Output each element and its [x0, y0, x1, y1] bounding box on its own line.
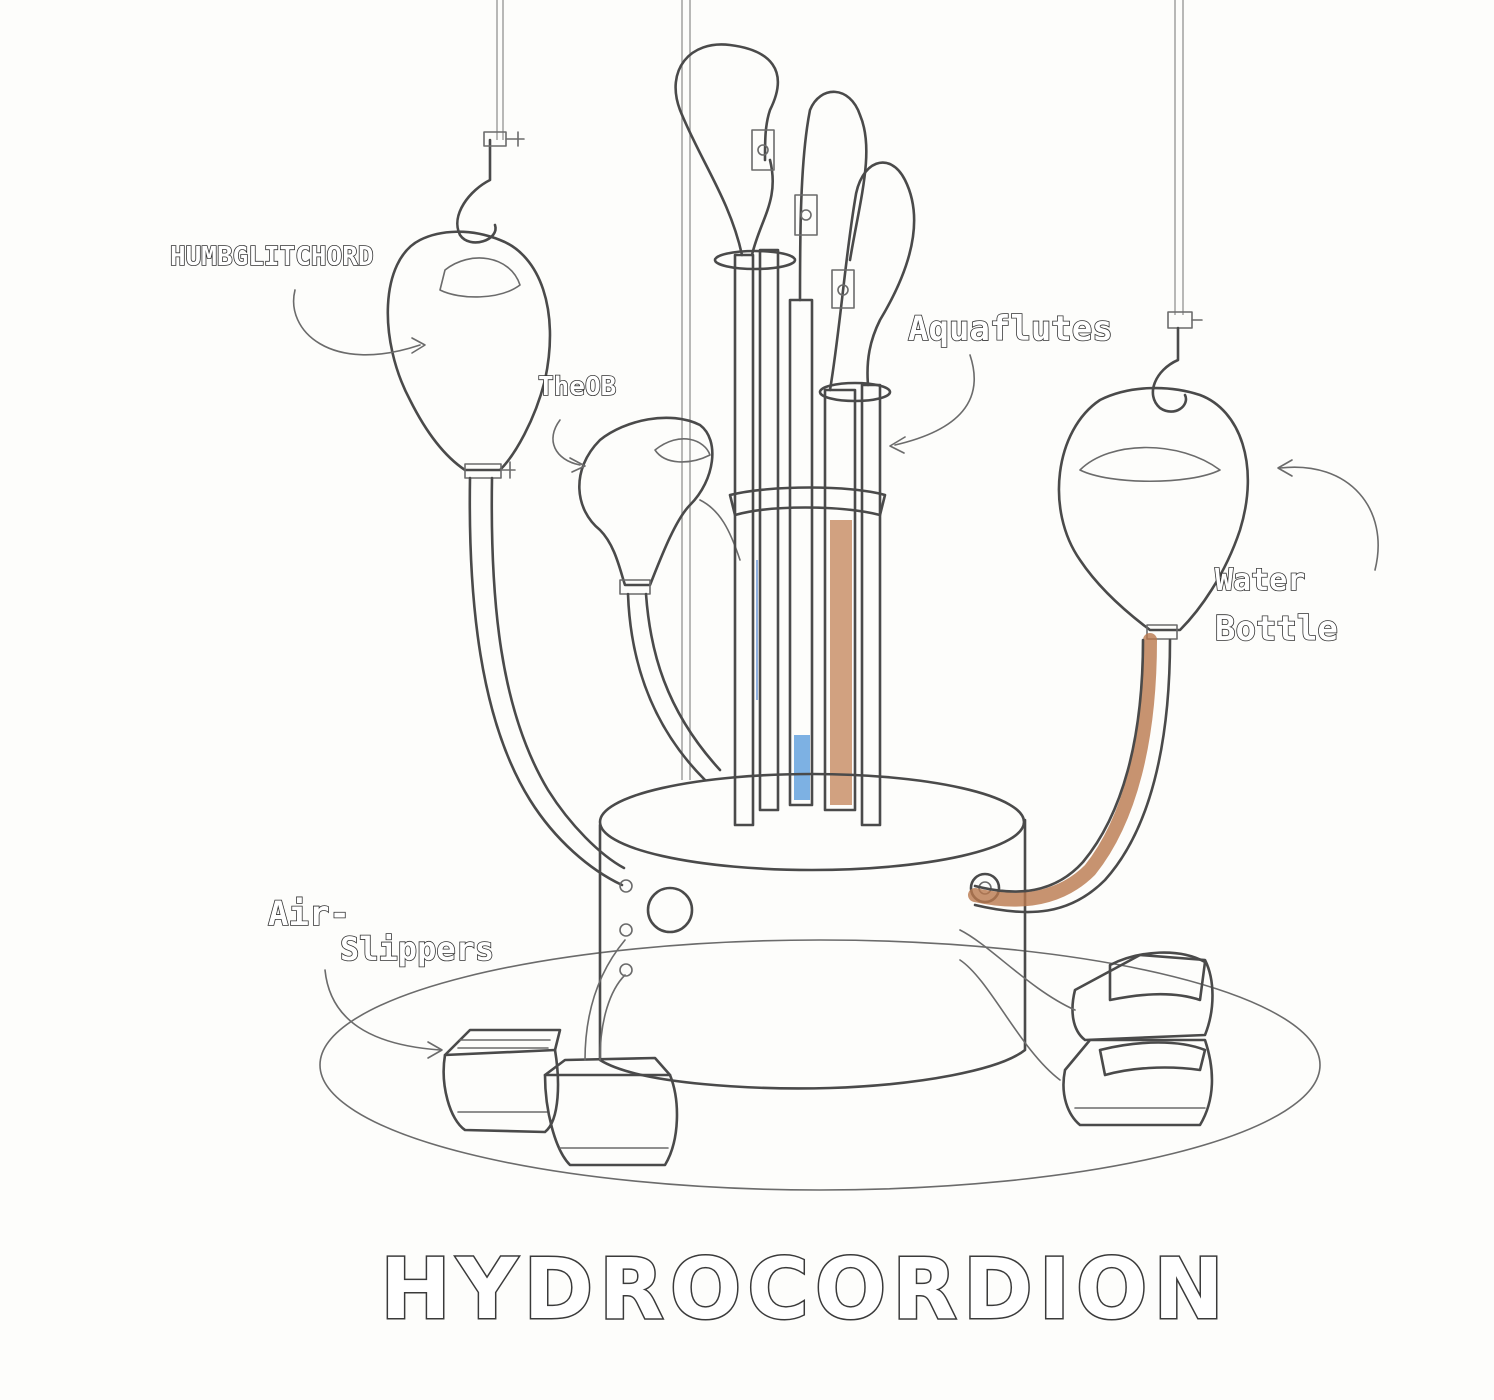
- humbolt-bulb: [386, 131, 626, 887]
- water-bottle-hose: [968, 633, 1157, 907]
- drum-knob: [646, 886, 694, 934]
- label-water-bottle-line1: Water: [1215, 563, 1305, 598]
- annotation-arrows: [292, 289, 1379, 1059]
- air-slippers-left: [442, 939, 679, 1167]
- label-theorb: TheOB: [538, 372, 616, 402]
- orange-fluid: [830, 520, 852, 805]
- label-humbolt: HUMBGLITCHORD: [170, 242, 374, 272]
- label-air-line2: Slippers: [340, 930, 494, 968]
- label-aquaflutes: Aquaflutes: [908, 309, 1113, 349]
- air-slippers-right: [959, 929, 1214, 1127]
- water-bottle-bulb: [968, 311, 1250, 914]
- label-water-bottle-line2: Bottle: [1215, 609, 1338, 649]
- diagram-title: HYDROCORDION: [380, 1240, 1229, 1338]
- aquaflutes-column: [674, 43, 916, 827]
- floor-platform: [319, 939, 1321, 1191]
- label-air-line1: Air-: [268, 894, 350, 934]
- theorb-bulb: [578, 416, 741, 782]
- blue-fluid: [794, 735, 810, 800]
